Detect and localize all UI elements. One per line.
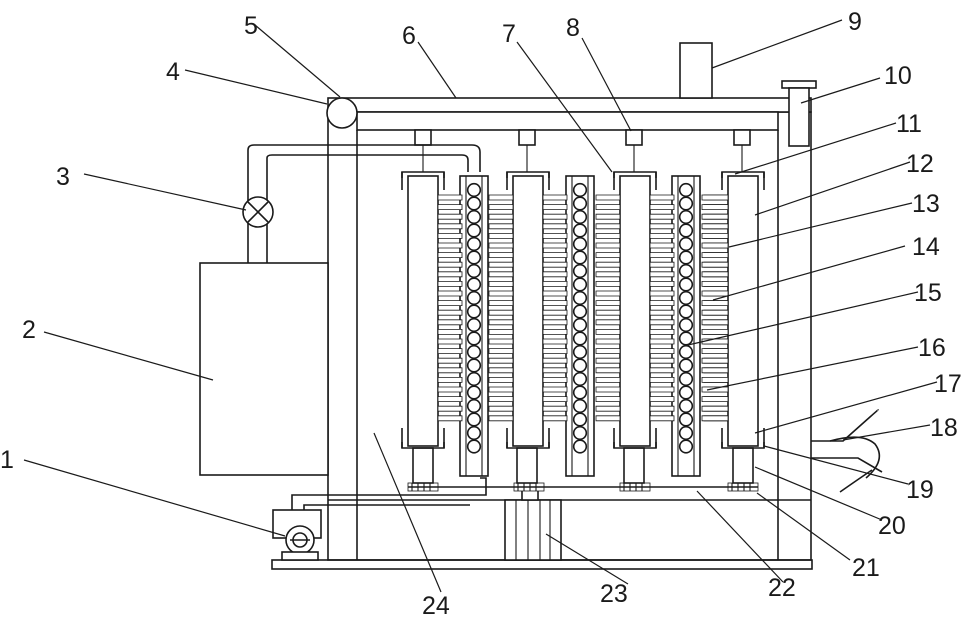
pulley xyxy=(327,98,357,128)
basket-cage xyxy=(702,172,764,448)
valve xyxy=(243,197,273,227)
exhaust-pipe xyxy=(680,43,712,98)
callout-label-23: 23 xyxy=(600,580,628,608)
callout-label-15: 15 xyxy=(914,279,942,307)
callout-label-21: 21 xyxy=(852,554,880,582)
gear-train xyxy=(408,483,758,491)
callout-label-19: 19 xyxy=(906,476,934,504)
callout-label-13: 13 xyxy=(912,190,940,218)
callout-label-20: 20 xyxy=(878,512,906,540)
callout-label-5: 5 xyxy=(244,12,258,40)
callout-label-14: 14 xyxy=(912,233,940,261)
callout-label-2: 2 xyxy=(22,316,36,344)
water-tank xyxy=(200,263,328,475)
callout-label-7: 7 xyxy=(502,20,516,48)
spray-tube xyxy=(460,176,488,476)
callout-label-22: 22 xyxy=(768,574,796,602)
callout-label-18: 18 xyxy=(930,414,958,442)
base-plate xyxy=(272,560,812,569)
spray-tubes xyxy=(460,176,700,476)
callout-label-10: 10 xyxy=(884,62,912,90)
callout-label-12: 12 xyxy=(906,150,934,178)
basket-cage xyxy=(489,172,567,448)
callout-label-4: 4 xyxy=(166,58,180,86)
spray-tube xyxy=(672,176,700,476)
callout-label-6: 6 xyxy=(402,22,416,50)
callout-label-3: 3 xyxy=(56,163,70,191)
outlet-spout xyxy=(811,410,882,492)
drive-cylinders xyxy=(415,130,750,172)
callout-label-9: 9 xyxy=(848,8,862,36)
callout-label-11: 11 xyxy=(896,110,922,138)
callout-label-8: 8 xyxy=(566,14,580,42)
callout-label-16: 16 xyxy=(918,334,946,362)
motor xyxy=(505,486,561,560)
callout-label-24: 24 xyxy=(422,592,450,620)
basket-cage xyxy=(402,172,462,448)
callout-label-17: 17 xyxy=(934,370,962,398)
callout-label-1: 1 xyxy=(0,446,14,474)
spray-tube xyxy=(566,176,594,476)
basket-cage xyxy=(596,172,674,448)
